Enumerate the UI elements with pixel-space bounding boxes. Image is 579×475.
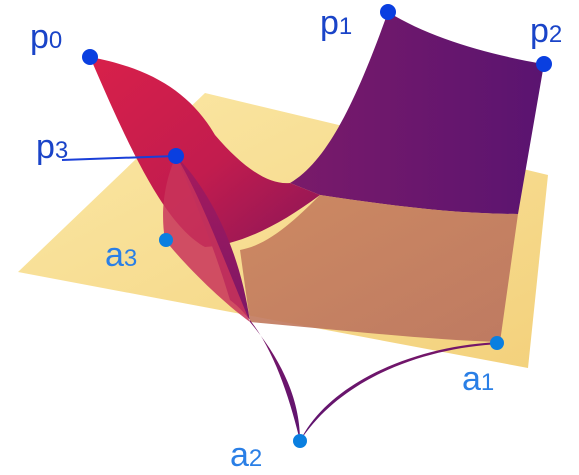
label-a3: a3 <box>105 236 137 274</box>
point-a1 <box>490 336 504 350</box>
point-p0 <box>82 49 98 65</box>
label-p0: p0 <box>30 18 62 56</box>
label-p1: p1 <box>320 4 352 42</box>
point-a3 <box>159 233 173 247</box>
p3-leader-line <box>61 155 177 161</box>
point-p2 <box>536 56 552 72</box>
surface-left-red <box>90 57 320 247</box>
point-a2 <box>293 434 307 448</box>
label-a2: a2 <box>230 436 262 474</box>
label-a1: a1 <box>462 360 494 398</box>
label-p3: p3 <box>36 128 68 166</box>
point-p3 <box>168 148 184 164</box>
surface-back-purple <box>290 12 544 214</box>
point-p1 <box>380 4 396 20</box>
surface-blend <box>240 195 518 342</box>
label-p2: p2 <box>530 12 562 50</box>
surface-front <box>176 156 500 441</box>
surface-left-face <box>163 156 250 322</box>
